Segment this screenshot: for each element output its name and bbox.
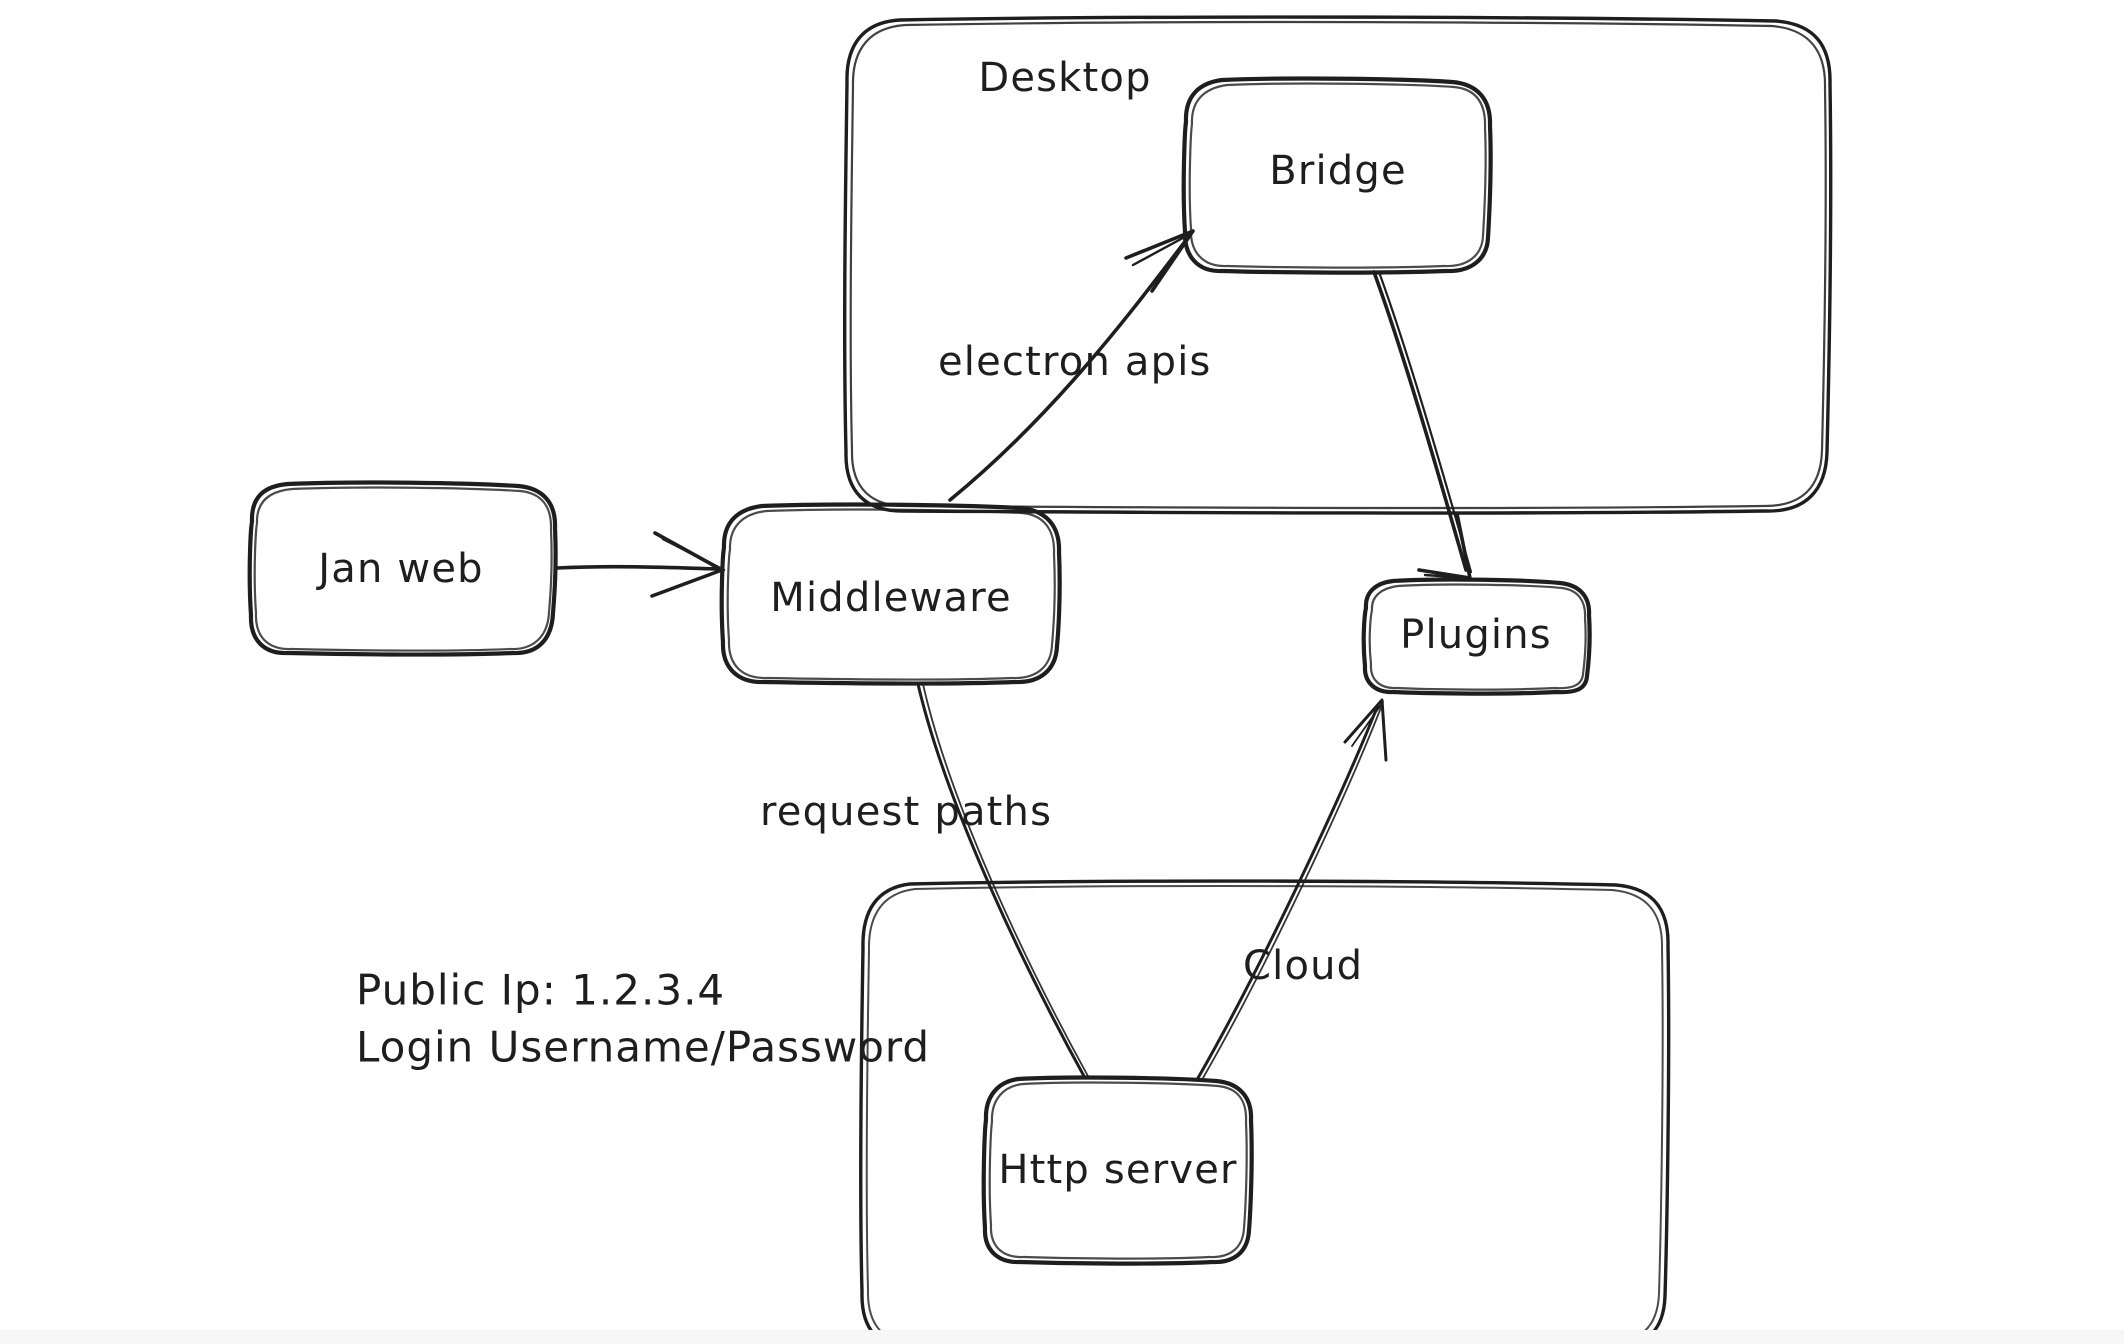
edge-line-2 bbox=[922, 683, 1090, 1079]
container-desktop-label: Desktop bbox=[978, 55, 1151, 101]
edge-line bbox=[1196, 703, 1380, 1080]
edge-httpserver-to-middleware[interactable]: request paths bbox=[760, 682, 1090, 1080]
node-plugins-outline bbox=[1361, 577, 1592, 696]
container-cloud-outline bbox=[859, 879, 1671, 1344]
edge-line bbox=[948, 237, 1189, 502]
edge-line bbox=[916, 682, 1087, 1080]
edge-label-request-paths: request paths bbox=[760, 789, 1052, 835]
edge-line bbox=[1372, 270, 1468, 572]
edge-line bbox=[555, 564, 722, 571]
node-http-server-label: Http server bbox=[998, 1147, 1237, 1193]
edge-label-cloud: Cloud bbox=[1243, 943, 1363, 989]
node-bridge-outline bbox=[1181, 76, 1493, 275]
arrowhead bbox=[1417, 512, 1472, 580]
note-login-credentials: Login Username/Password bbox=[356, 1023, 930, 1072]
arrowhead-2 bbox=[1351, 701, 1384, 747]
edge-jan-web-to-middleware[interactable] bbox=[555, 531, 726, 598]
node-plugins-label: Plugins bbox=[1400, 612, 1552, 658]
edge-middleware-to-bridge[interactable]: electron apis bbox=[938, 229, 1212, 502]
arrowhead-2 bbox=[661, 537, 726, 572]
container-desktop[interactable]: Desktop bbox=[843, 15, 1833, 515]
node-middleware-outline-2 bbox=[726, 508, 1056, 681]
node-plugins-outline-2 bbox=[1368, 583, 1587, 691]
node-jan-web-outline-2 bbox=[253, 486, 553, 652]
node-middleware-outline bbox=[719, 502, 1062, 686]
arrowhead-2 bbox=[1131, 231, 1194, 267]
node-http-server[interactable]: Http server bbox=[981, 1075, 1254, 1266]
node-bridge[interactable]: Bridge bbox=[1181, 76, 1493, 275]
note-public-ip: Public Ip: 1.2.3.4 bbox=[356, 966, 725, 1015]
node-jan-web-outline bbox=[247, 480, 558, 657]
edge-bridge-to-plugins[interactable] bbox=[1372, 270, 1473, 580]
container-desktop-outline bbox=[843, 15, 1833, 515]
node-middleware-label: Middleware bbox=[770, 575, 1012, 621]
node-http-server-outline-2 bbox=[988, 1081, 1248, 1260]
node-bridge-label: Bridge bbox=[1269, 148, 1407, 194]
edge-line-2 bbox=[1202, 704, 1383, 1079]
edge-httpserver-to-plugins[interactable]: Cloud bbox=[1196, 698, 1388, 1080]
node-jan-web-label: Jan web bbox=[315, 546, 484, 592]
arrowhead bbox=[1124, 229, 1195, 293]
container-desktop-outline-2 bbox=[849, 20, 1827, 510]
node-middleware[interactable]: Middleware bbox=[719, 502, 1062, 686]
arrowhead bbox=[1343, 698, 1388, 762]
edge-line-2 bbox=[1377, 270, 1473, 574]
notes-block[interactable]: Public Ip: 1.2.3.4 Login Username/Passwo… bbox=[356, 966, 930, 1072]
node-plugins[interactable]: Plugins bbox=[1361, 577, 1592, 696]
edge-label-electron-apis: electron apis bbox=[938, 339, 1212, 385]
node-bridge-outline-2 bbox=[1188, 82, 1487, 269]
node-http-server-outline bbox=[981, 1075, 1254, 1266]
node-jan-web[interactable]: Jan web bbox=[247, 480, 558, 657]
